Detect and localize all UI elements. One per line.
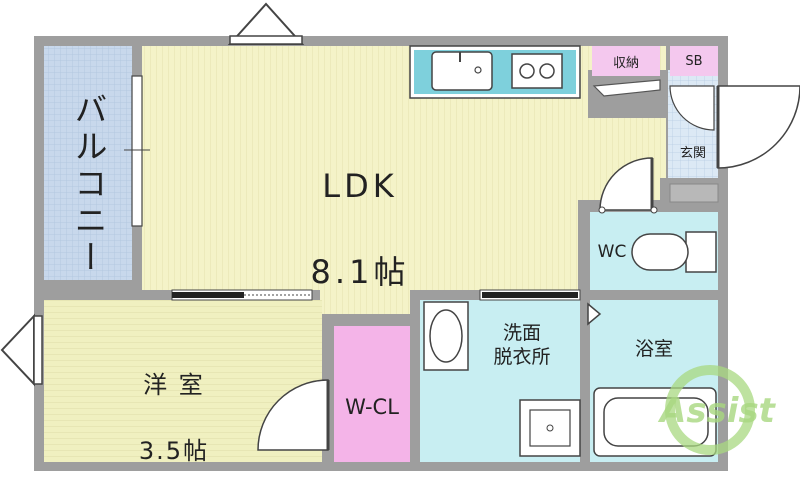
bath-label: 浴室 bbox=[634, 338, 673, 360]
assist-logo: Assist bbox=[657, 365, 777, 455]
ldk-label: LDK 8.1帖 bbox=[270, 126, 450, 332]
sink-icon bbox=[431, 51, 493, 91]
western-size: 3.5帖 bbox=[138, 437, 210, 465]
storage-label: 収納 bbox=[612, 56, 639, 71]
wcl-label: W-CL bbox=[345, 395, 399, 419]
window-arrow-icon-west bbox=[0, 313, 35, 387]
window-arrow-west-base bbox=[33, 315, 43, 385]
storage-shelf bbox=[592, 79, 661, 97]
stove-burner-left bbox=[519, 63, 535, 79]
washer-pan-drain bbox=[546, 424, 554, 432]
toilet-bowl bbox=[631, 233, 689, 271]
door-hinge-2 bbox=[650, 206, 658, 214]
western-label: 洋 室 3.5帖 bbox=[104, 340, 244, 496]
bathtub-basin bbox=[603, 397, 709, 447]
western-name: 洋 室 bbox=[143, 371, 205, 399]
bath-door-marker bbox=[587, 302, 602, 326]
door-hinge bbox=[598, 206, 606, 214]
sink-drain bbox=[474, 66, 482, 74]
wcl-floor bbox=[334, 326, 410, 462]
floor-plan bbox=[0, 2, 800, 471]
washroom-label: 洗面 脱衣所 bbox=[493, 322, 551, 368]
shoebox-label: SB bbox=[685, 54, 703, 69]
ldk-size: 8.1帖 bbox=[310, 253, 410, 291]
entrance-door-swing bbox=[717, 85, 800, 169]
balcony-label: バルコニー bbox=[69, 92, 108, 277]
washroom-sliding-door-leaf bbox=[482, 292, 578, 298]
storage-floor bbox=[592, 46, 660, 76]
shoebox-door-swing bbox=[669, 85, 715, 131]
western-sliding-door-leaf bbox=[172, 292, 244, 298]
toilet-label: WC bbox=[597, 242, 627, 262]
shoebox-floor bbox=[670, 46, 718, 76]
balcony-sash bbox=[131, 75, 143, 227]
ldk-name: LDK bbox=[322, 167, 398, 205]
entrance-step bbox=[669, 183, 719, 203]
stove-burner-right bbox=[539, 63, 555, 79]
washer-pan-inner bbox=[529, 409, 571, 447]
assist-logo-ring bbox=[665, 365, 755, 455]
washer-pan-icon bbox=[519, 399, 581, 457]
washbasin-bowl bbox=[429, 309, 463, 363]
ldk-floor bbox=[142, 46, 666, 314]
toilet-icon bbox=[685, 231, 717, 273]
balcony-floor bbox=[44, 46, 132, 280]
western-door-swing bbox=[257, 379, 329, 451]
assist-logo-text: Assist bbox=[657, 391, 777, 431]
entrance-label: 玄関 bbox=[679, 146, 706, 161]
window-arrow-base bbox=[229, 35, 303, 45]
